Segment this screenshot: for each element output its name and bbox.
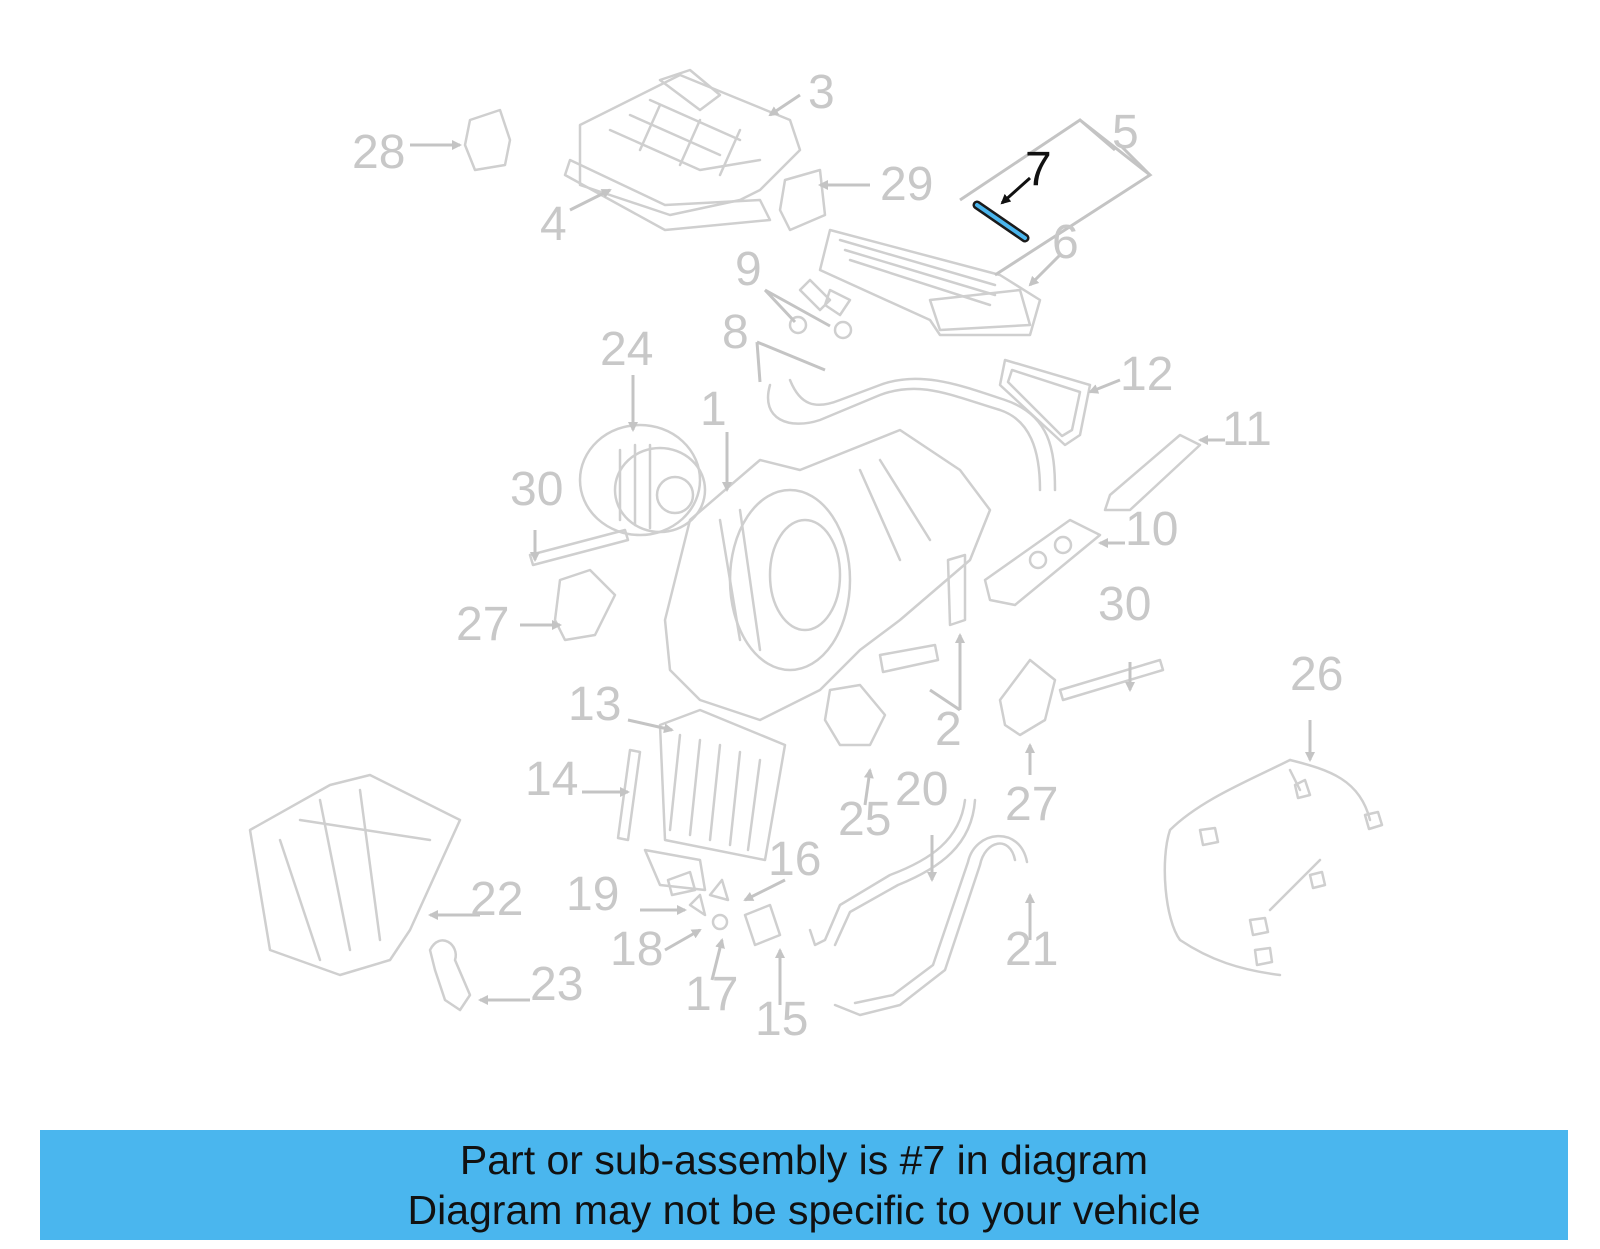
actuator-29-left [463,108,512,172]
pipe-part-20 [808,798,977,947]
callout-29-right: 29 [880,158,933,211]
actuator-part-28 [553,568,617,642]
callout-6: 6 [1052,216,1079,269]
callout-22: 22 [470,873,523,926]
callout-labels: 3 4 28 29 5 7 6 9 8 24 12 1 11 30 10 30 … [352,66,1343,1046]
callout-8: 8 [722,306,749,359]
parts-diagram: 3 4 28 29 5 7 6 9 8 24 12 1 11 30 10 30 … [248,66,1384,1046]
callout-3: 3 [808,66,835,119]
drain-elbow-part-23 [428,939,472,1012]
callout-7: 7 [1025,143,1052,196]
callout-10: 10 [1125,503,1178,556]
callout-29-left: 28 [352,126,405,179]
banner-line-2: Diagram may not be specific to your vehi… [407,1187,1201,1233]
door-part-2 [878,553,967,674]
callout-4: 4 [540,198,567,251]
callout-15: 15 [755,993,808,1046]
callout-30-right: 30 [1098,578,1151,631]
callout-19: 19 [566,868,619,921]
heater-core-part [798,228,1042,337]
callout-30-left: 30 [510,463,563,516]
callout-11: 11 [1222,403,1272,456]
callout-1: 1 [700,383,727,436]
callout-14: 14 [525,753,578,806]
info-banner: Part or sub-assembly is #7 in diagram Di… [40,1130,1568,1240]
bracket-part-27 [998,658,1057,737]
drain-tube-part-8 [766,377,1057,492]
blower-motor-part-24 [578,423,707,537]
callout-2: 2 [935,703,962,756]
seal-strip-part-7[interactable] [972,200,1030,243]
callout-24: 24 [600,323,653,376]
actuator-part-25 [823,683,887,747]
callout-16: 16 [768,833,821,886]
callout-26: 26 [1290,648,1343,701]
callout-28: 27 [456,598,509,651]
callout-13: 13 [568,678,621,731]
callout-9: 9 [735,243,762,296]
pipe-part-21 [833,834,1029,1017]
banner-line-1: Part or sub-assembly is #7 in diagram [459,1137,1149,1183]
callout-25: 25 [838,793,891,846]
callout-27: 27 [1005,778,1058,831]
seal-part-14 [616,748,642,842]
strip-part-30-right [1058,658,1165,702]
gasket-part-12 [998,358,1092,447]
callout-17: 17 [685,968,738,1021]
plate-part-10 [983,518,1102,607]
callout-21: 21 [1005,923,1058,976]
actuator-29-right [778,168,827,232]
strip-part-30-left [528,528,630,567]
callout-5: 5 [1112,106,1139,159]
filter-part-11 [1103,433,1202,512]
lower-case-part-22 [248,773,462,977]
evaporator-part-13 [643,708,787,892]
small-parts-15-19 [666,870,782,947]
callout-18: 18 [610,923,663,976]
upper-housing-part [563,68,802,232]
main-case-part-1 [663,428,992,722]
callout-20: 20 [895,763,948,816]
callout-12: 12 [1120,348,1173,401]
leader-lines [410,93,1315,1005]
wiring-harness-part-26 [1163,758,1384,977]
callout-23: 23 [530,958,583,1011]
